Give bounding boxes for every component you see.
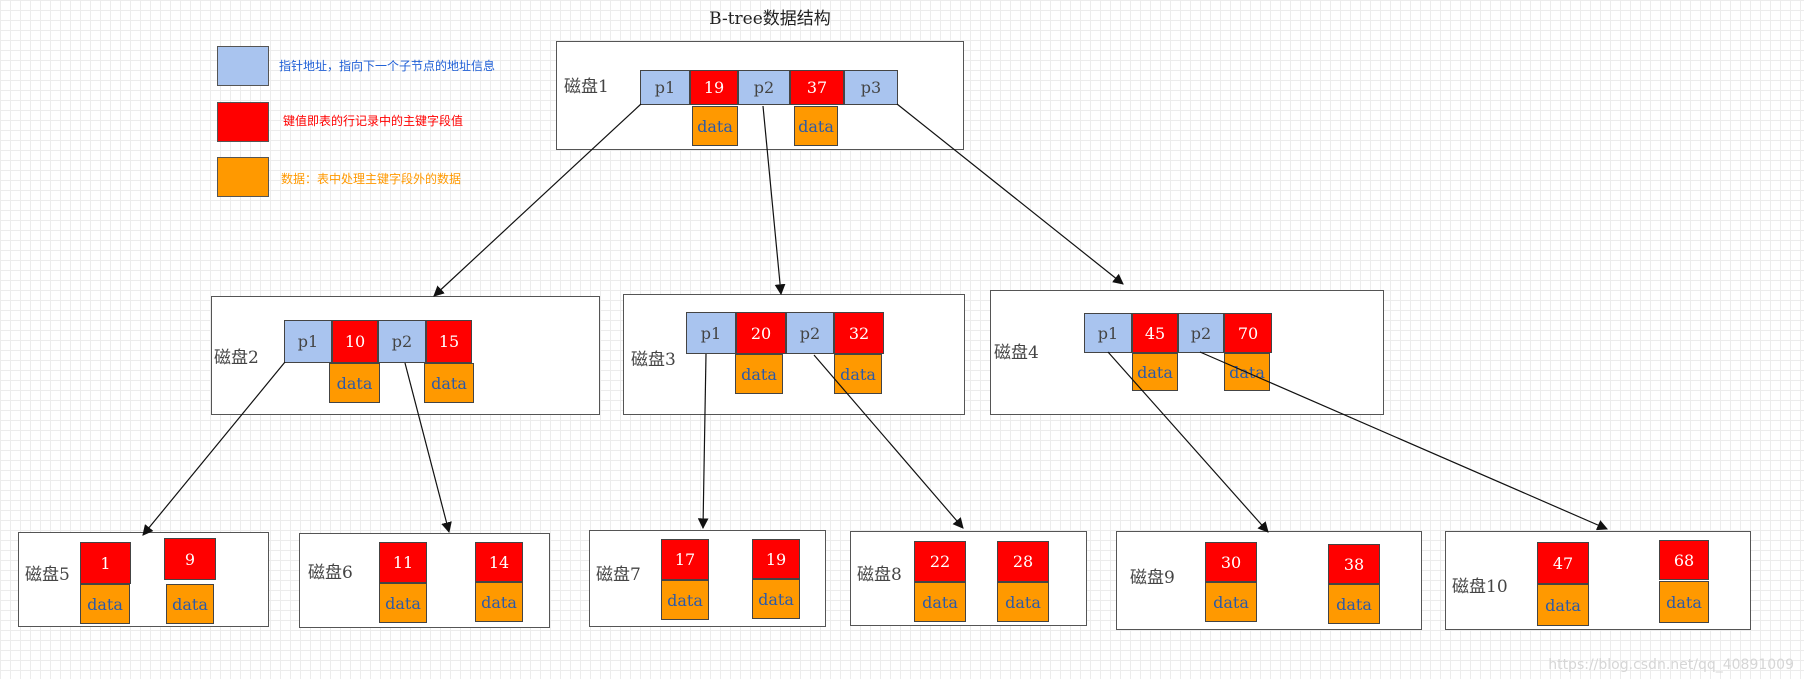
disk-5-data-1: data <box>80 584 130 624</box>
disk-3-key-20: 20 <box>736 312 786 354</box>
disk-9-key-38: 38 <box>1328 544 1380 584</box>
disk-5-data-2: data <box>166 584 214 624</box>
disk-1-pointer-p1: p1 <box>640 70 690 105</box>
disk-6-label: 磁盘6 <box>308 563 353 583</box>
disk-2-label: 磁盘2 <box>214 348 259 368</box>
disk-1-key-19: 19 <box>690 70 738 105</box>
disk-9-data-1: data <box>1205 582 1257 622</box>
arrow-d2-p1-to-d5 <box>142 361 286 536</box>
diagram-title: B-tree数据结构 <box>709 9 831 29</box>
legend-key-swatch <box>217 102 269 142</box>
watermark: https://blog.csdn.net/qq_40891009 <box>1548 657 1794 673</box>
disk-8-label: 磁盘8 <box>857 565 902 585</box>
arrow-d1-p2-to-d3 <box>762 105 786 296</box>
disk-5-key-9: 9 <box>164 538 216 580</box>
arrow-d1-p3-to-d4 <box>896 103 1124 285</box>
disk-5-key-1: 1 <box>80 542 131 584</box>
disk-8-data-2: data <box>997 582 1049 622</box>
disk-10-data-2: data <box>1659 581 1709 623</box>
disk-6-data-2: data <box>475 582 523 622</box>
disk-6-key-14: 14 <box>475 542 523 582</box>
disk-2-data-1: data <box>329 363 380 403</box>
disk-1-data-2: data <box>794 106 838 146</box>
disk-4-label: 磁盘4 <box>994 343 1039 363</box>
disk-3-data-2: data <box>834 354 882 394</box>
disk-1-key-37: 37 <box>790 70 844 105</box>
disk-6-data-1: data <box>379 583 427 623</box>
legend-data-text: 数据：表中处理主键字段外的数据 <box>281 172 462 186</box>
disk-2-data-2: data <box>424 363 474 403</box>
disk-9-key-30: 30 <box>1205 542 1257 582</box>
disk-3-pointer-p1: p1 <box>686 312 736 354</box>
legend-pointer-text: 指针地址，指向下一个子节点的地址信息 <box>279 59 496 73</box>
disk-7-label: 磁盘7 <box>596 565 641 585</box>
arrow-d1-p1-to-d2 <box>433 103 642 297</box>
disk-1-pointer-p2: p2 <box>738 70 790 105</box>
disk-3-key-32: 32 <box>834 312 884 354</box>
disk-2-pointer-p1: p1 <box>284 320 332 363</box>
legend-key-text: 键值即表的行记录中的主键字段值 <box>283 114 464 128</box>
arrow-d3-p2-to-d8 <box>813 354 964 529</box>
disk-2-pointer-p2: p2 <box>378 320 426 363</box>
disk-1-data-1: data <box>692 106 738 146</box>
arrow-d4-p2-to-d10 <box>1199 351 1608 531</box>
disk-7-key-17: 17 <box>661 539 709 580</box>
disk-8-key-22: 22 <box>914 541 966 582</box>
disk-10-key-68: 68 <box>1659 540 1709 580</box>
disk-4-key-70: 70 <box>1224 313 1272 353</box>
disk-10-label: 磁盘10 <box>1452 577 1508 597</box>
arrow-d3-p1-to-d7 <box>697 353 709 530</box>
disk-10-data-1: data <box>1537 584 1589 626</box>
disk-7-data-2: data <box>752 579 800 619</box>
disk-9-data-2: data <box>1328 584 1380 624</box>
disk-8-key-28: 28 <box>997 541 1049 582</box>
disk-5-label: 磁盘5 <box>25 565 70 585</box>
disk-4-key-45: 45 <box>1132 313 1178 353</box>
disk-6-key-11: 11 <box>379 542 427 583</box>
disk-7-data-1: data <box>661 580 709 620</box>
legend-data-swatch <box>217 157 269 197</box>
disk-3-label: 磁盘3 <box>631 350 676 370</box>
arrow-d4-p1-to-d9 <box>1107 351 1269 533</box>
disk-7-key-19: 19 <box>752 539 800 579</box>
disk-8-data-1: data <box>914 582 966 622</box>
disk-1-label: 磁盘1 <box>564 77 609 97</box>
disk-9-label: 磁盘9 <box>1130 568 1175 588</box>
disk-3-pointer-p2: p2 <box>786 312 834 354</box>
disk-4-data-1: data <box>1132 353 1178 391</box>
disk-4-pointer-p2: p2 <box>1178 313 1224 353</box>
disk-3-data-1: data <box>735 354 783 394</box>
disk-10-key-47: 47 <box>1537 542 1589 584</box>
arrow-d2-p2-to-d6 <box>404 362 452 534</box>
disk-1-pointer-p3: p3 <box>844 70 898 105</box>
disk-2-key-10: 10 <box>332 320 378 363</box>
legend-pointer-swatch <box>217 46 269 86</box>
disk-2-key-15: 15 <box>426 320 472 363</box>
